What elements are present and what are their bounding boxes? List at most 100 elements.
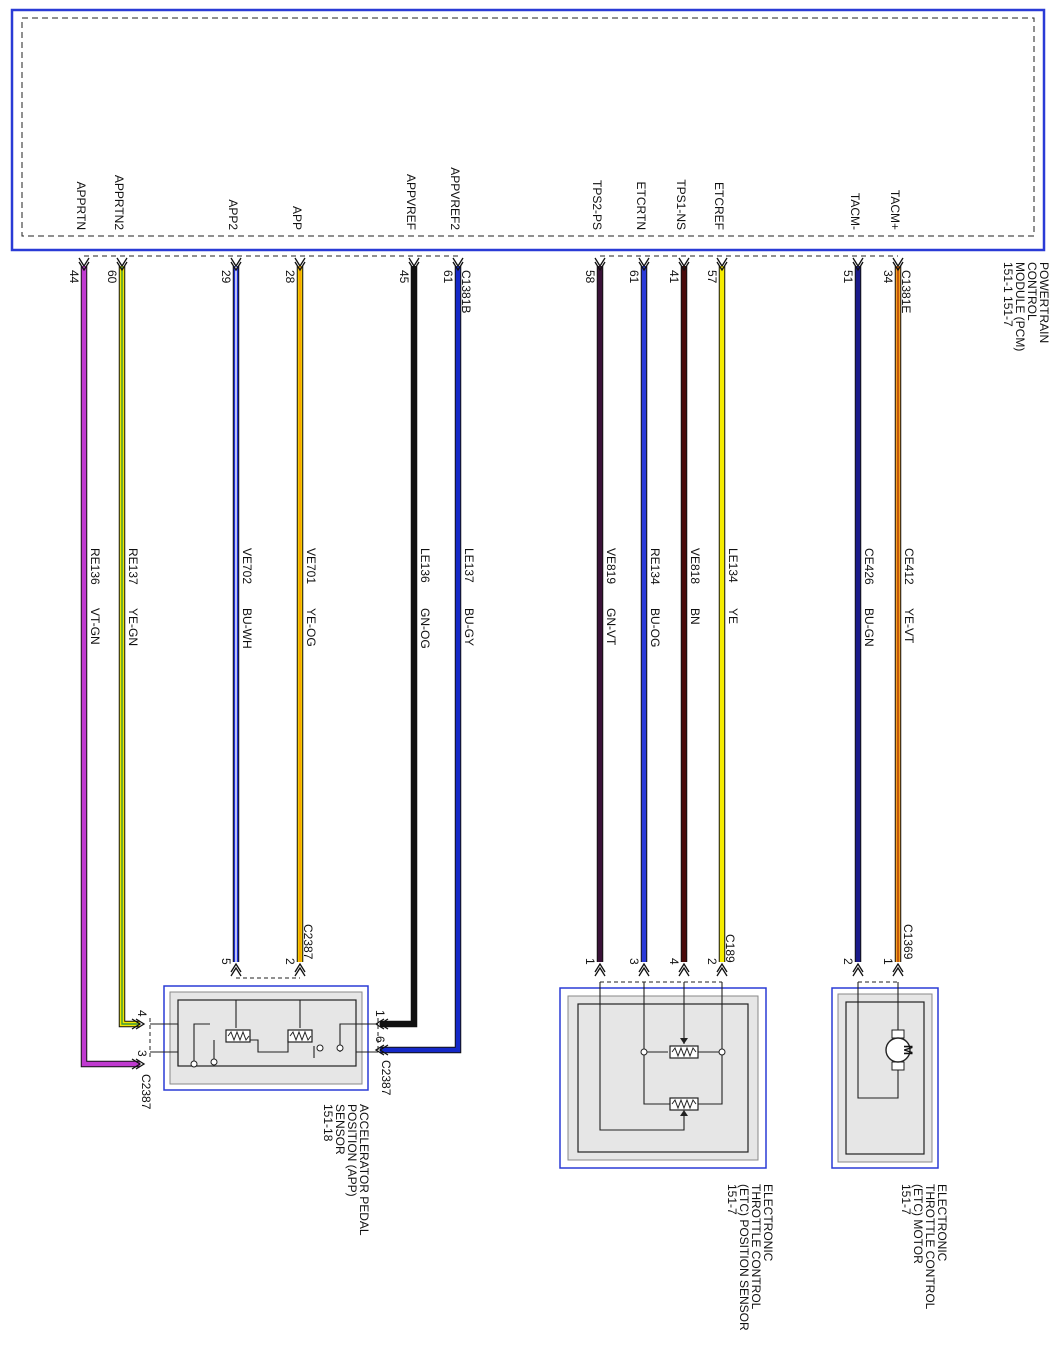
circuit-id-tps2-ps: VE819 <box>604 548 618 584</box>
etc-sensor-connector-label: C189 <box>723 934 737 963</box>
app-node-1 <box>190 1060 198 1068</box>
pcm-outer-box <box>10 8 1046 252</box>
etc-resistor-1-zigzag <box>671 1046 697 1058</box>
pcm-module: POWERTRAIN CONTROL MODULE (PCM) 151-1 15… <box>10 8 1051 351</box>
pcm-name-line-4: 151-1 151-7 <box>1001 262 1015 327</box>
pcm-signal-label-tps1-ns: TPS1-NS <box>674 179 688 230</box>
wire-color-code-appvref: GN-OG <box>418 608 432 649</box>
circuit-id-etcrtn: RE134 <box>648 548 662 585</box>
etc-sensor-inner-box <box>567 995 759 1161</box>
app-sensor-inner-box <box>169 991 363 1085</box>
pcm-connector-arrow-tps2-ps <box>594 257 606 272</box>
circuit-id-apprtn: RE136 <box>88 548 102 585</box>
pcm-name-label: POWERTRAIN CONTROL MODULE (PCM) 151-1 15… <box>1001 262 1051 351</box>
pcm-pin-number-tps2-ps: 58 <box>583 270 597 284</box>
component-pin-number-appvref: 1 <box>373 1010 387 1017</box>
app-sensor-label-line-1: ACCELERATOR PEDAL <box>357 1104 371 1236</box>
wire-color-code-etcrtn: BU-OG <box>648 608 662 647</box>
pcm-signal-label-apprtn2: APPRTN2 <box>112 175 126 230</box>
app-node-4 <box>336 1044 344 1052</box>
etc-motor-label-line-3: (ETC) MOTOR <box>911 1184 925 1264</box>
pcm-pin-number-tps1-ns: 41 <box>667 270 681 284</box>
pcm-connector-arrow-appvref <box>408 257 420 272</box>
wire-color-code-app: YE-OG <box>304 608 318 647</box>
wire-color-code-tps1-ns: BN <box>688 608 702 625</box>
wire-color-code-tacm-: BU-GN <box>862 608 876 647</box>
pcm-pin-number-app2: 29 <box>219 270 233 284</box>
circuit-id-app2: VE702 <box>240 548 254 584</box>
pcm-signal-label-etcref: ETCREF <box>712 182 726 230</box>
component-connector-arrow-apprtn2 <box>131 1018 146 1030</box>
pcm-signal-label-etcrtn: ETCRTN <box>634 182 648 230</box>
pcm-connector-arrow-tps1-ns <box>678 257 690 272</box>
pcm-pin-number-apprtn2: 60 <box>105 270 119 284</box>
circuit-id-apprtn2: RE137 <box>126 548 140 585</box>
wire-color-code-apprtn2: YE-GN <box>126 608 140 646</box>
etc-motor-traces <box>857 982 899 1099</box>
app-sensor-label-line-4: 151-18 <box>321 1104 335 1142</box>
wire-color-code-tacm-: YE-VT <box>902 608 916 644</box>
pcm-pin-number-app: 28 <box>283 270 297 284</box>
etc-sensor-traces <box>599 982 723 1131</box>
pcm-connector-arrow-apprtn2 <box>116 257 128 272</box>
pcm-connector-c1381e-label: C1381E <box>899 270 913 313</box>
pcm-connector-arrow-appvref2 <box>452 257 464 272</box>
etc-motor-label: ELECTRONIC THROTTLE CONTROL (ETC) MOTOR … <box>899 1184 949 1310</box>
app-sensor-label-line-2: POSITION (APP) <box>345 1104 359 1197</box>
component-pin-number-tps1-ns: 4 <box>667 958 681 965</box>
component-connector-arrow-apprtn <box>131 1058 146 1070</box>
app-sensor-traces <box>150 1000 378 1067</box>
etc-node-1 <box>640 1048 648 1056</box>
pcm-connector-arrow-etcref <box>716 257 728 272</box>
circuit-id-appvref2: LE137 <box>462 548 476 583</box>
etc-motor-connector-label: C1369 <box>901 924 915 960</box>
motor-icon <box>885 1037 911 1063</box>
pcm-pin-number-appvref2: 61 <box>441 270 455 284</box>
motor-icon-glyph: M <box>901 1045 915 1055</box>
wire-outline-appvref <box>380 266 418 1028</box>
wire-color-code-appvref2: BU-GY <box>462 608 476 646</box>
etc-resistor-2-wiper-arrow <box>680 1110 688 1116</box>
pcm-connector-arrow-tacm- <box>852 257 864 272</box>
pcm-signal-label-app: APP <box>290 206 304 230</box>
wire-stripe-apprtn2 <box>121 266 140 1025</box>
pcm-connector-arrow-apprtn <box>78 257 90 272</box>
pcm-name-line-3: MODULE (PCM) <box>1013 262 1027 351</box>
wire-group: APPRTN44RE136VT-GN3APPRTN260RE137YE-GN4A… <box>67 167 916 1070</box>
pcm-pin-number-tacm-: 51 <box>841 270 855 284</box>
etc-motor-label-line-4: 151-7 <box>899 1184 913 1215</box>
app-connector-label-right: C2387 <box>379 1060 393 1096</box>
component-connector-arrow-app <box>294 962 306 977</box>
app-sensor-label: ACCELERATOR PEDAL POSITION (APP) SENSOR … <box>321 1104 371 1236</box>
component-pin-number-appvref2: 6 <box>373 1036 387 1043</box>
pcm-signal-label-tps2-ps: TPS2-PS <box>590 180 604 230</box>
wire-outline-apprtn <box>80 266 140 1068</box>
app-node-3 <box>316 1044 324 1052</box>
component-pin-number-tacm-: 1 <box>881 958 895 965</box>
etc-motor-brush-bottom <box>891 1061 905 1071</box>
circuit-id-tps1-ns: VE818 <box>688 548 702 584</box>
wire-color-code-apprtn: VT-GN <box>88 608 102 645</box>
component-connector-arrow-tacm- <box>892 962 904 977</box>
component-pin-number-tps2-ps: 1 <box>583 958 597 965</box>
component-connector-arrow-tps1-ns <box>678 962 690 977</box>
component-connector-arrow-app2 <box>230 962 242 977</box>
component-pin-number-apprtn2: 4 <box>135 1010 149 1017</box>
pcm-inner-dashed-box <box>21 17 1035 237</box>
pcm-signal-label-tacm-: TACM+ <box>888 190 902 230</box>
etc-sensor-label-line-1: ELECTRONIC <box>761 1184 775 1262</box>
etc-resistor-1 <box>669 1045 699 1059</box>
wire-apprtn <box>81 266 140 1067</box>
component-pin-number-app: 2 <box>283 958 297 965</box>
pcm-name-line-1: POWERTRAIN <box>1037 262 1051 343</box>
component-pin-number-tacm-: 2 <box>841 958 855 965</box>
wire-color-code-app2: BU-WH <box>240 608 254 649</box>
wire-color-code-etcref: YE <box>726 608 740 624</box>
etc-sensor-label: ELECTRONIC THROTTLE CONTROL (ETC) POSITI… <box>725 1184 775 1331</box>
wire-appvref2 <box>380 266 461 1053</box>
circuit-id-tacm-: CE426 <box>862 548 876 585</box>
pcm-pin-number-apprtn: 44 <box>67 270 81 284</box>
component-pin-number-app2: 5 <box>219 958 233 965</box>
pcm-pin-number-tacm-: 34 <box>881 270 895 284</box>
